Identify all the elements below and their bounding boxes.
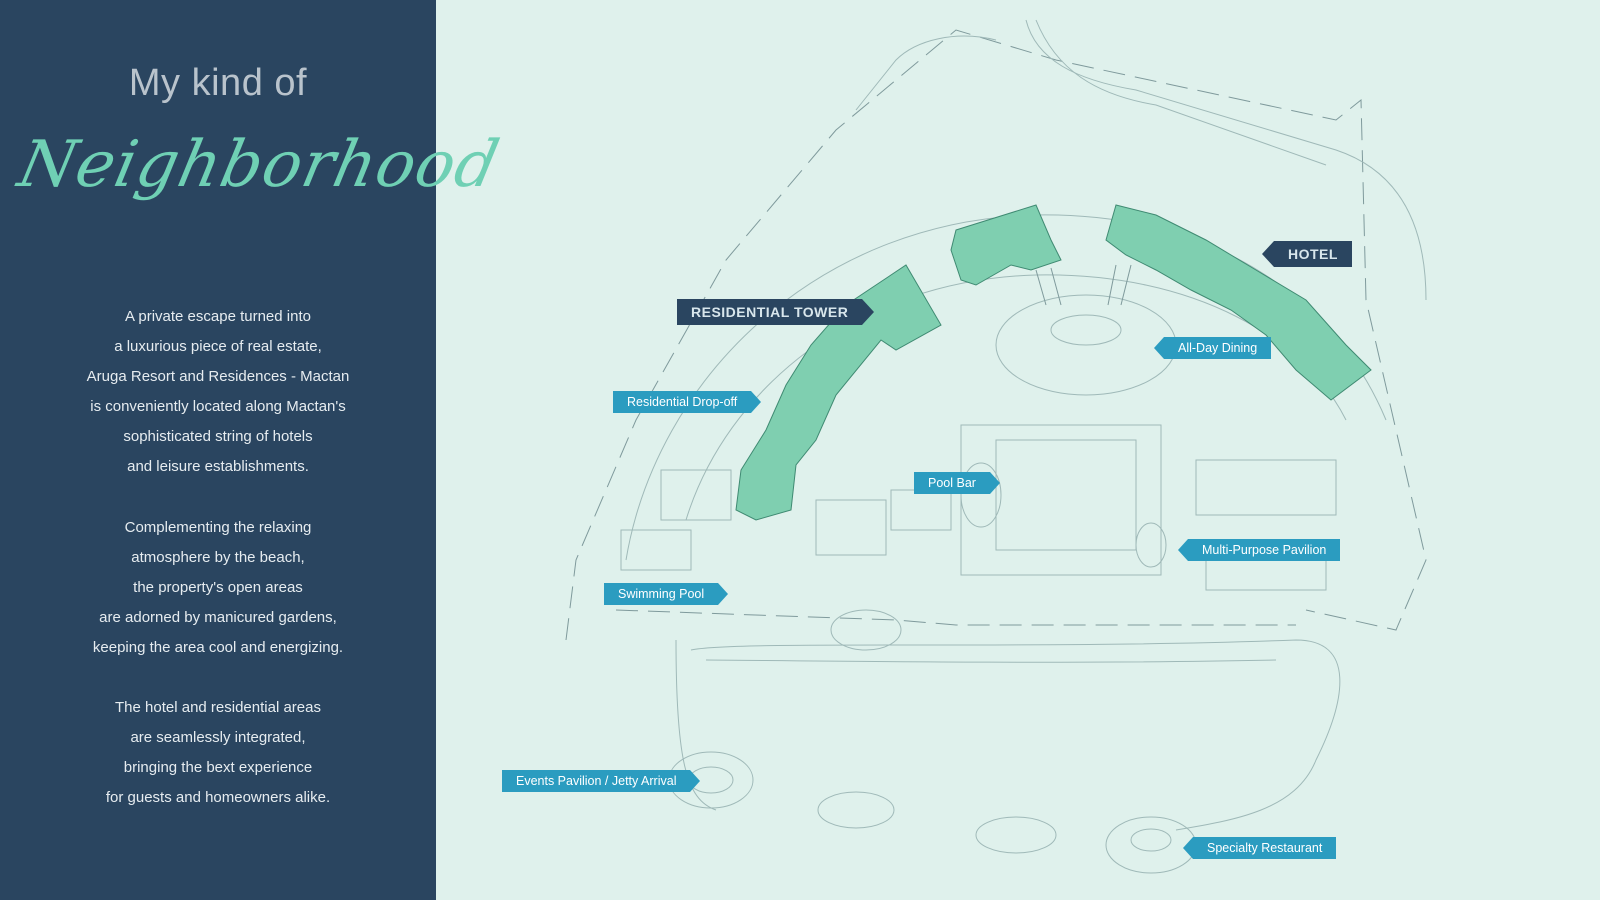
- description-line: A private escape turned into: [125, 308, 311, 325]
- swimming-pool-building: [620, 529, 692, 571]
- pool-bar-deck: [960, 462, 1002, 528]
- garden-path: [675, 639, 1341, 831]
- villa-cluster-west: [660, 469, 732, 521]
- description-line: Aruga Resort and Residences - Mactan: [86, 368, 350, 385]
- label-swimming-pool: Swimming Pool: [604, 583, 729, 605]
- label-multi-purpose-pavilion: Multi-Purpose Pavilion: [1177, 539, 1341, 561]
- description-line: and leisure establishments.: [127, 458, 309, 475]
- road-northwest: [855, 35, 997, 111]
- title-my-kind-of: My kind of: [128, 62, 308, 104]
- description-line: the property's open areas: [133, 579, 303, 596]
- building-connectors: [1035, 264, 1132, 306]
- garden-lawn-center: [975, 816, 1057, 854]
- description-line: bringing the bext experience: [123, 759, 313, 776]
- description-paragraph-3: The hotel and residential areas are seam…: [0, 693, 436, 813]
- site-plan-drawing: [565, 19, 1427, 874]
- label-residential-tower: RESIDENTIAL TOWER: [677, 299, 875, 325]
- garden-lawn-west: [817, 791, 895, 829]
- hotel-building: [1105, 204, 1372, 401]
- central-building: [950, 204, 1062, 286]
- road-north: [1025, 19, 1427, 301]
- description-line: for guests and homeowners alike.: [105, 789, 331, 806]
- description-line: keeping the area cool and energizing.: [92, 639, 344, 656]
- label-hotel: HOTEL: [1262, 241, 1352, 267]
- label-residential-drop-off: Residential Drop-off: [613, 391, 762, 413]
- pool-complex: [960, 424, 1162, 576]
- residential-tower-building: [735, 264, 942, 521]
- villa-cluster-center: [890, 489, 952, 531]
- label-pool-bar: Pool Bar: [914, 472, 1000, 494]
- pavilion-deck: [1135, 522, 1167, 568]
- description-line: are adorned by manicured gardens,: [99, 609, 337, 626]
- description-line: The hotel and residential areas: [115, 699, 321, 716]
- title-neighborhood: Neighborhood: [12, 110, 506, 240]
- villa-cluster-center-west: [815, 499, 887, 556]
- title-neighborhood-script: Neighborhood: [12, 128, 506, 202]
- site-plan-map: RESIDENTIAL TOWER HOTEL All-Day Dining R…: [436, 0, 1600, 900]
- description-line: atmosphere by the beach,: [131, 549, 305, 566]
- boundary-south: [615, 609, 1296, 626]
- main-pool: [995, 439, 1137, 551]
- villa-cluster-east: [1195, 459, 1337, 516]
- left-panel: My kind of Neighborhood A private escape…: [0, 0, 506, 900]
- property-boundary: [565, 29, 1427, 641]
- description-line: are seamlessly integrated,: [130, 729, 306, 746]
- label-specialty-restaurant: Specialty Restaurant: [1182, 837, 1337, 859]
- garden-path-inner: [705, 659, 1277, 663]
- road-north-inner: [1035, 19, 1327, 166]
- restaurant-core: [1130, 828, 1172, 852]
- label-all-day-dining: All-Day Dining: [1153, 337, 1272, 359]
- description-line: sophisticated string of hotels: [123, 428, 313, 445]
- description-line: a luxurious piece of real estate,: [114, 338, 322, 355]
- plaza-fountain: [1050, 314, 1122, 346]
- label-events-pavilion: Events Pavilion / Jetty Arrival: [502, 770, 701, 792]
- description-line: Complementing the relaxing: [124, 519, 312, 536]
- garden-pond: [830, 609, 902, 651]
- description-line: is conveniently located along Mactan's: [90, 398, 346, 415]
- description-paragraph-2: Complementing the relaxing atmosphere by…: [0, 513, 436, 663]
- description-paragraph-1: A private escape turned into a luxurious…: [0, 302, 436, 482]
